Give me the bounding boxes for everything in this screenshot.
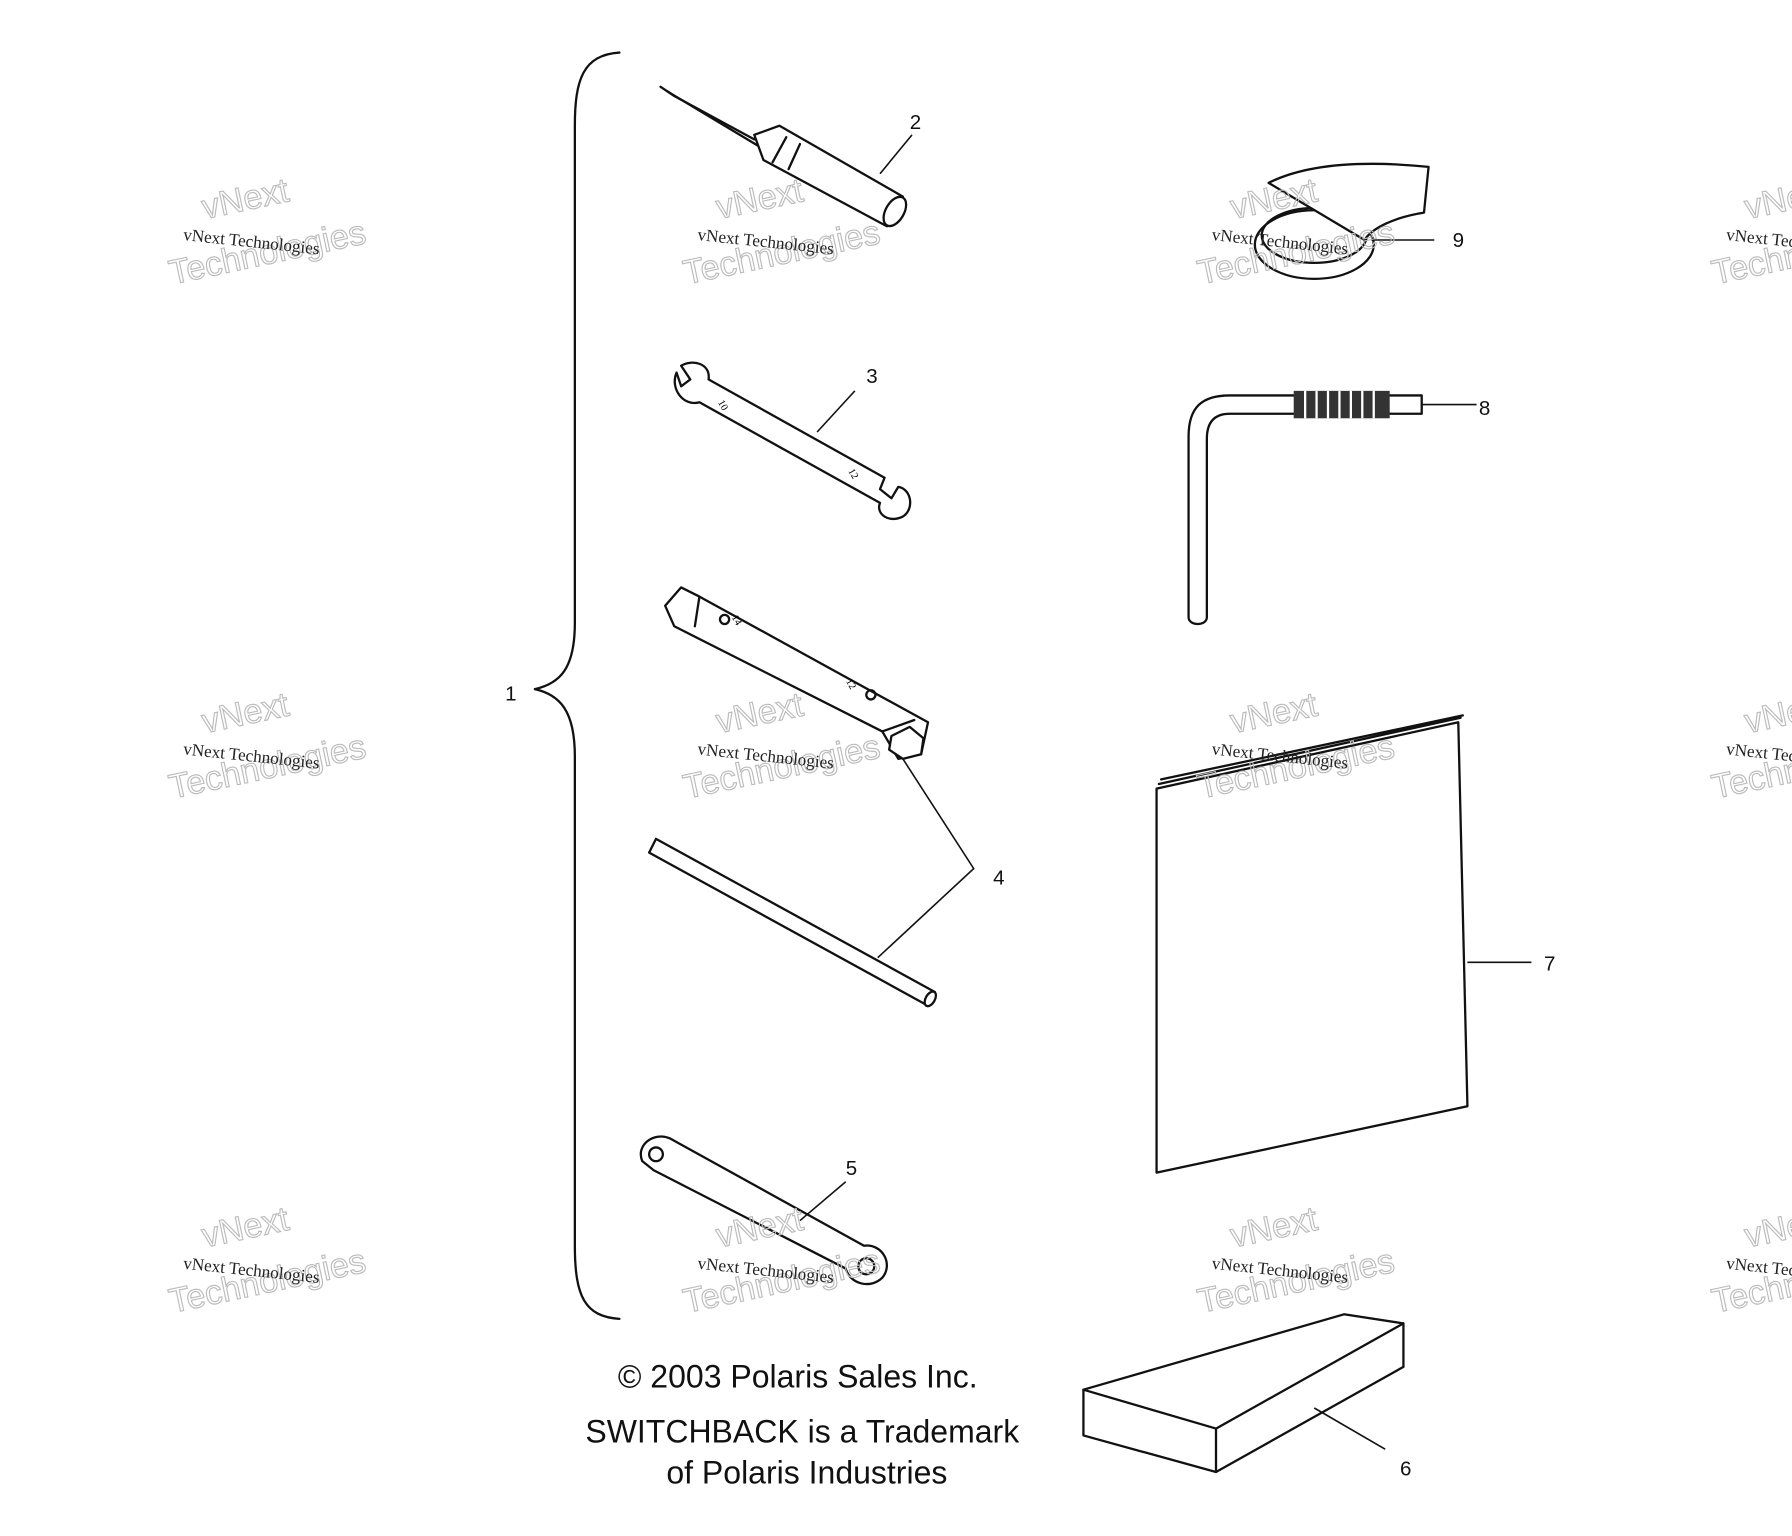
tool-pouch	[1082, 1313, 1405, 1474]
svg-text:vNext: vNext	[198, 1200, 292, 1255]
copyright-note: © 2003 Polaris Sales Inc.	[618, 1358, 978, 1394]
callout-8: 8	[1479, 397, 1490, 420]
callout-2: 2	[910, 111, 921, 134]
trademark-note: SWITCHBACK is a Trademark	[585, 1413, 1020, 1449]
svg-text:vNext: vNext	[198, 686, 292, 741]
strap-roll	[1253, 162, 1430, 280]
callout-3: 3	[866, 365, 877, 388]
svg-text:vNext: vNext	[198, 171, 292, 226]
owners-manual	[1155, 714, 1469, 1174]
tommy-bar	[648, 837, 938, 1008]
callout-9: 9	[1453, 229, 1464, 252]
svg-text:vNext: vNext	[1741, 171, 1792, 226]
hex-key	[1187, 390, 1423, 626]
callout-1: 1	[505, 683, 516, 706]
svg-text:vNext: vNext	[713, 171, 807, 226]
box-end-wrench	[639, 1135, 888, 1286]
trademark-note: of Polaris Industries	[666, 1454, 947, 1490]
open-end-wrench: 10 12	[673, 361, 912, 521]
svg-text:vNext: vNext	[1741, 1200, 1792, 1255]
wrench-size-marking: 14	[729, 613, 744, 627]
tube-socket-wrench: 14 12	[664, 586, 930, 760]
wrench-size-marking: 12	[843, 677, 858, 691]
group-brace	[533, 51, 621, 1320]
svg-text:vNext: vNext	[713, 686, 807, 741]
svg-text:vNext: vNext	[1227, 686, 1321, 741]
callout-4: 4	[993, 867, 1004, 890]
svg-text:vNext: vNext	[1227, 1200, 1321, 1255]
wrench-size-marking: 12	[845, 467, 860, 481]
screwdriver	[659, 85, 908, 228]
wrench-size-marking: 10	[715, 398, 730, 412]
callout-6: 6	[1400, 1457, 1411, 1480]
callout-5: 5	[846, 1157, 857, 1180]
callout-7: 7	[1544, 952, 1555, 975]
svg-text:vNext: vNext	[1741, 686, 1792, 741]
